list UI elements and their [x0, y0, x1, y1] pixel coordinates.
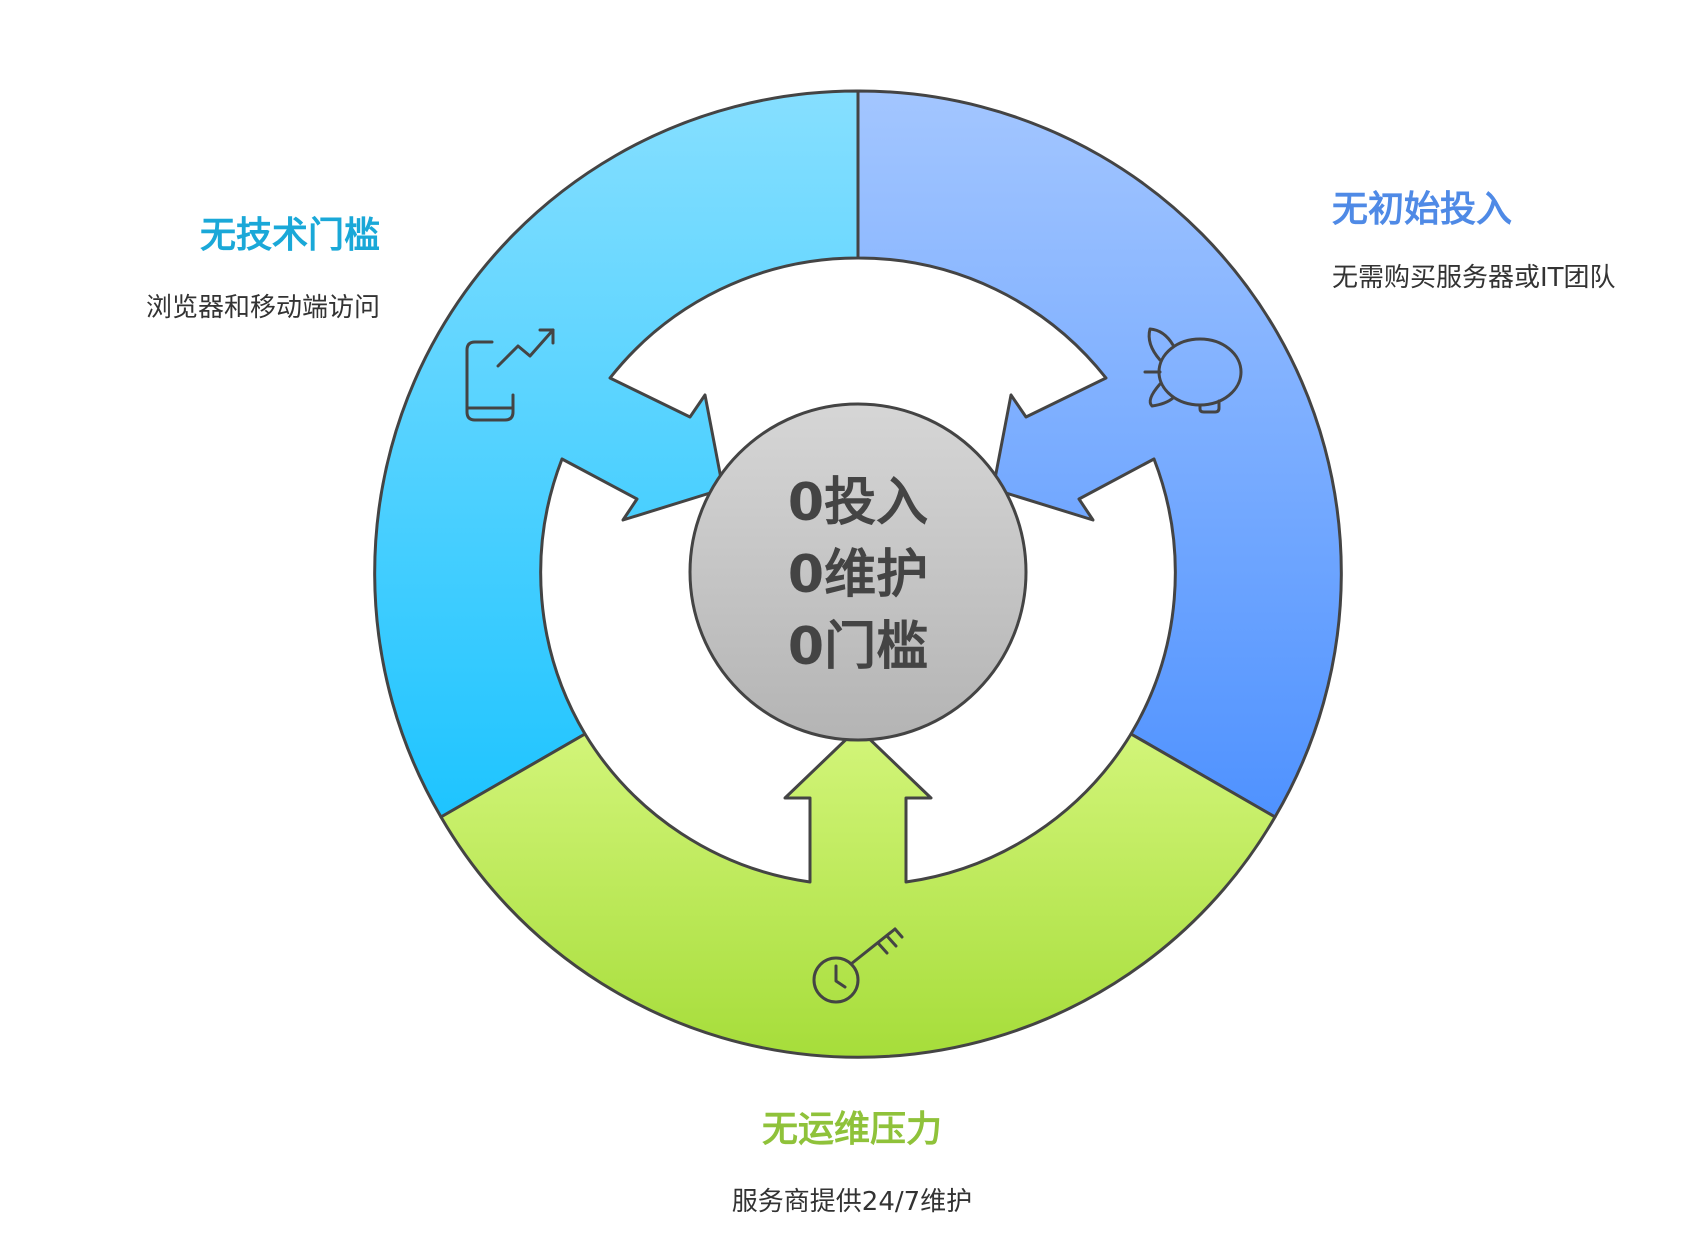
segment-bottom-description: 服务商提供24/7维护	[731, 1187, 973, 1217]
center-line-1: 0投入	[788, 473, 928, 533]
segment-left-title: 无技术门槛	[199, 215, 380, 256]
center-line-3: 0门槛	[788, 617, 928, 677]
airship-icon	[1143, 327, 1243, 414]
phone-trend-icon	[465, 328, 555, 422]
center-circle	[688, 402, 1028, 742]
clock-key-icon	[812, 927, 904, 1004]
segment-bottom-title: 无运维压力	[761, 1109, 942, 1150]
center-line-2: 0维护	[788, 545, 928, 605]
segment-right-description: 无需购买服务器或IT团队	[1332, 263, 1616, 293]
segment-right	[856, 89, 1343, 819]
segment-bottom	[439, 726, 1277, 1059]
segment-left-description: 浏览器和移动端访问	[145, 293, 380, 323]
segment-right-title: 无初始投入	[1332, 189, 1513, 230]
segment-left	[373, 89, 860, 819]
